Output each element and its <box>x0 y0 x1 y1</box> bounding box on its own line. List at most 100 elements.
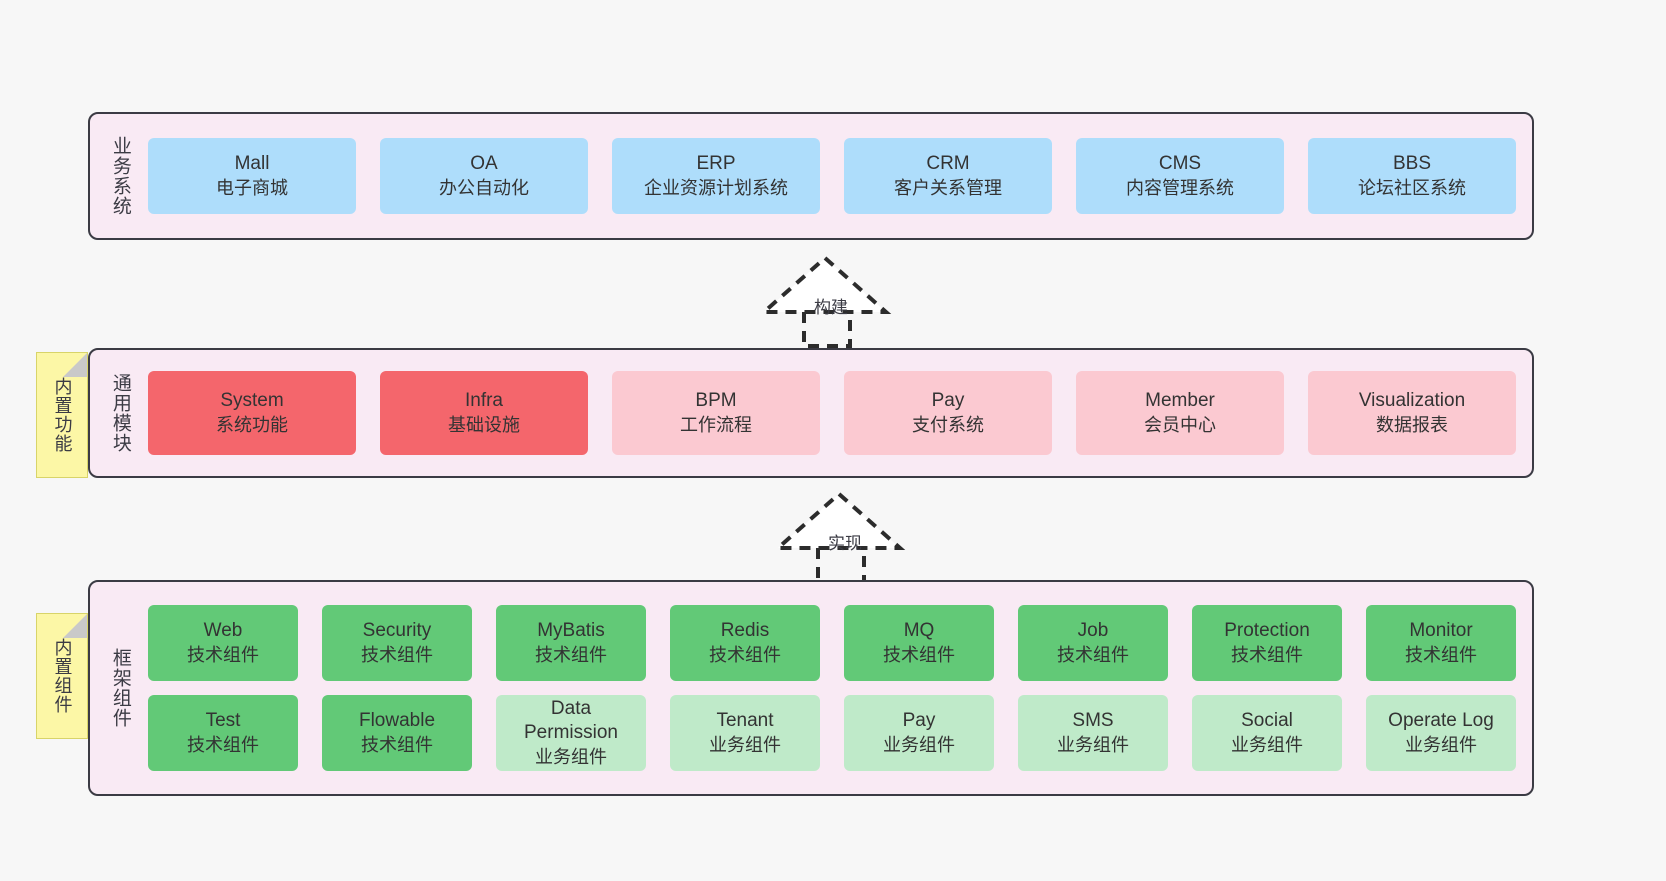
node-infra-cn: 基础设施 <box>448 414 520 435</box>
node-job-en: Job <box>1077 619 1109 641</box>
node-sms[interactable]: SMS 业务组件 <box>1018 695 1168 771</box>
node-test-en: Test <box>205 709 241 731</box>
node-oa[interactable]: OA 办公自动化 <box>380 138 588 214</box>
node-redis-cn: 技术组件 <box>709 644 781 665</box>
node-cms-cn: 内容管理系统 <box>1126 177 1234 198</box>
node-pay-module[interactable]: Pay 支付系统 <box>844 371 1052 455</box>
node-erp[interactable]: ERP 企业资源计划系统 <box>612 138 820 214</box>
node-mybatis-cn: 技术组件 <box>535 644 607 665</box>
node-crm[interactable]: CRM 客户关系管理 <box>844 138 1052 214</box>
node-flowable-cn: 技术组件 <box>361 734 433 755</box>
node-infra[interactable]: Infra 基础设施 <box>380 371 588 455</box>
node-job-cn: 技术组件 <box>1057 644 1129 665</box>
node-bpm[interactable]: BPM 工作流程 <box>612 371 820 455</box>
node-data-permission-en: Data Permission <box>524 697 618 744</box>
node-data-permission[interactable]: Data Permission 业务组件 <box>496 695 646 771</box>
note-builtin-function: 内置功能 <box>36 352 88 478</box>
node-web[interactable]: Web 技术组件 <box>148 605 298 681</box>
node-crm-en: CRM <box>926 152 970 174</box>
node-operate-log[interactable]: Operate Log 业务组件 <box>1366 695 1516 771</box>
note-builtin-component: 内置组件 <box>36 613 88 739</box>
node-cms[interactable]: CMS 内容管理系统 <box>1076 138 1284 214</box>
node-web-en: Web <box>203 619 243 641</box>
node-system[interactable]: System 系统功能 <box>148 371 356 455</box>
node-visualization[interactable]: Visualization 数据报表 <box>1308 371 1516 455</box>
node-monitor-cn: 技术组件 <box>1405 644 1477 665</box>
node-mall-en: Mall <box>234 152 270 174</box>
layer-common-module: 通用模块 System 系统功能 Infra 基础设施 BPM 工作流程 Pay… <box>88 348 1534 478</box>
node-bpm-cn: 工作流程 <box>680 414 752 435</box>
layer-title-business-system: 业务系统 <box>109 136 131 216</box>
node-redis[interactable]: Redis 技术组件 <box>670 605 820 681</box>
node-tenant-cn: 业务组件 <box>709 734 781 755</box>
node-protection-en: Protection <box>1224 619 1310 641</box>
node-security-cn: 技术组件 <box>361 644 433 665</box>
node-crm-cn: 客户关系管理 <box>894 177 1002 198</box>
node-sms-en: SMS <box>1072 709 1114 731</box>
node-visualization-en: Visualization <box>1358 389 1466 411</box>
node-erp-en: ERP <box>696 152 736 174</box>
node-security-en: Security <box>362 619 432 641</box>
layer-body-common-module: System 系统功能 Infra 基础设施 BPM 工作流程 Pay 支付系统… <box>138 350 1532 476</box>
node-redis-en: Redis <box>720 619 770 641</box>
node-protection[interactable]: Protection 技术组件 <box>1192 605 1342 681</box>
node-mall[interactable]: Mall 电子商城 <box>148 138 356 214</box>
node-pay-component-en: Pay <box>902 709 936 731</box>
node-bbs-en: BBS <box>1392 152 1432 174</box>
node-social[interactable]: Social 业务组件 <box>1192 695 1342 771</box>
node-pay-module-en: Pay <box>931 389 965 411</box>
node-bbs[interactable]: BBS 论坛社区系统 <box>1308 138 1516 214</box>
node-pay-component[interactable]: Pay 业务组件 <box>844 695 994 771</box>
node-oa-cn: 办公自动化 <box>439 177 529 198</box>
node-mybatis[interactable]: MyBatis 技术组件 <box>496 605 646 681</box>
node-flowable[interactable]: Flowable 技术组件 <box>322 695 472 771</box>
node-security[interactable]: Security 技术组件 <box>322 605 472 681</box>
node-data-permission-cn: 业务组件 <box>535 747 607 767</box>
node-social-en: Social <box>1241 709 1293 731</box>
node-web-cn: 技术组件 <box>187 644 259 665</box>
layer-title-common-module: 通用模块 <box>109 373 131 453</box>
node-tenant[interactable]: Tenant 业务组件 <box>670 695 820 771</box>
node-cms-en: CMS <box>1158 152 1202 174</box>
node-pay-module-cn: 支付系统 <box>912 414 984 435</box>
node-mybatis-en: MyBatis <box>537 619 605 641</box>
node-system-cn: 系统功能 <box>216 414 288 435</box>
connector-implement-label: 实现 <box>828 534 862 553</box>
node-mq-cn: 技术组件 <box>883 644 955 665</box>
node-member[interactable]: Member 会员中心 <box>1076 371 1284 455</box>
node-mq[interactable]: MQ 技术组件 <box>844 605 994 681</box>
node-monitor-en: Monitor <box>1409 619 1473 641</box>
layer-framework-component: 框架组件 Web 技术组件 Security 技术组件 MyBatis 技术组件… <box>88 580 1534 796</box>
row-common-modules: System 系统功能 Infra 基础设施 BPM 工作流程 Pay 支付系统… <box>148 371 1516 455</box>
node-sms-cn: 业务组件 <box>1057 734 1129 755</box>
node-job[interactable]: Job 技术组件 <box>1018 605 1168 681</box>
node-tenant-en: Tenant <box>716 709 774 731</box>
node-erp-cn: 企业资源计划系统 <box>644 177 788 198</box>
node-operate-log-cn: 业务组件 <box>1405 734 1477 755</box>
node-bpm-en: BPM <box>695 389 737 411</box>
node-protection-cn: 技术组件 <box>1231 644 1303 665</box>
node-social-cn: 业务组件 <box>1231 734 1303 755</box>
node-member-en: Member <box>1145 389 1215 411</box>
connector-build-arrow <box>758 255 892 348</box>
layer-body-business-system: Mall 电子商城 OA 办公自动化 ERP 企业资源计划系统 CRM 客户关系… <box>138 114 1532 238</box>
node-system-en: System <box>220 389 284 411</box>
node-test[interactable]: Test 技术组件 <box>148 695 298 771</box>
node-flowable-en: Flowable <box>358 709 436 731</box>
row-business-systems: Mall 电子商城 OA 办公自动化 ERP 企业资源计划系统 CRM 客户关系… <box>148 138 1516 214</box>
node-visualization-cn: 数据报表 <box>1376 414 1448 435</box>
row-business-components: Test 技术组件 Flowable 技术组件 Data Permission … <box>148 695 1516 771</box>
node-member-cn: 会员中心 <box>1144 414 1216 435</box>
node-infra-en: Infra <box>464 389 504 411</box>
layer-business-system: 业务系统 Mall 电子商城 OA 办公自动化 ERP 企业资源计划系统 CRM… <box>88 112 1534 240</box>
node-mall-cn: 电子商城 <box>216 177 288 198</box>
node-mq-en: MQ <box>903 619 935 641</box>
node-test-cn: 技术组件 <box>187 734 259 755</box>
connector-build-label: 构建 <box>814 298 848 317</box>
row-tech-components: Web 技术组件 Security 技术组件 MyBatis 技术组件 Redi… <box>148 605 1516 681</box>
node-pay-component-cn: 业务组件 <box>883 734 955 755</box>
node-oa-en: OA <box>470 152 498 174</box>
layer-title-framework-component: 框架组件 <box>109 648 131 728</box>
node-monitor[interactable]: Monitor 技术组件 <box>1366 605 1516 681</box>
